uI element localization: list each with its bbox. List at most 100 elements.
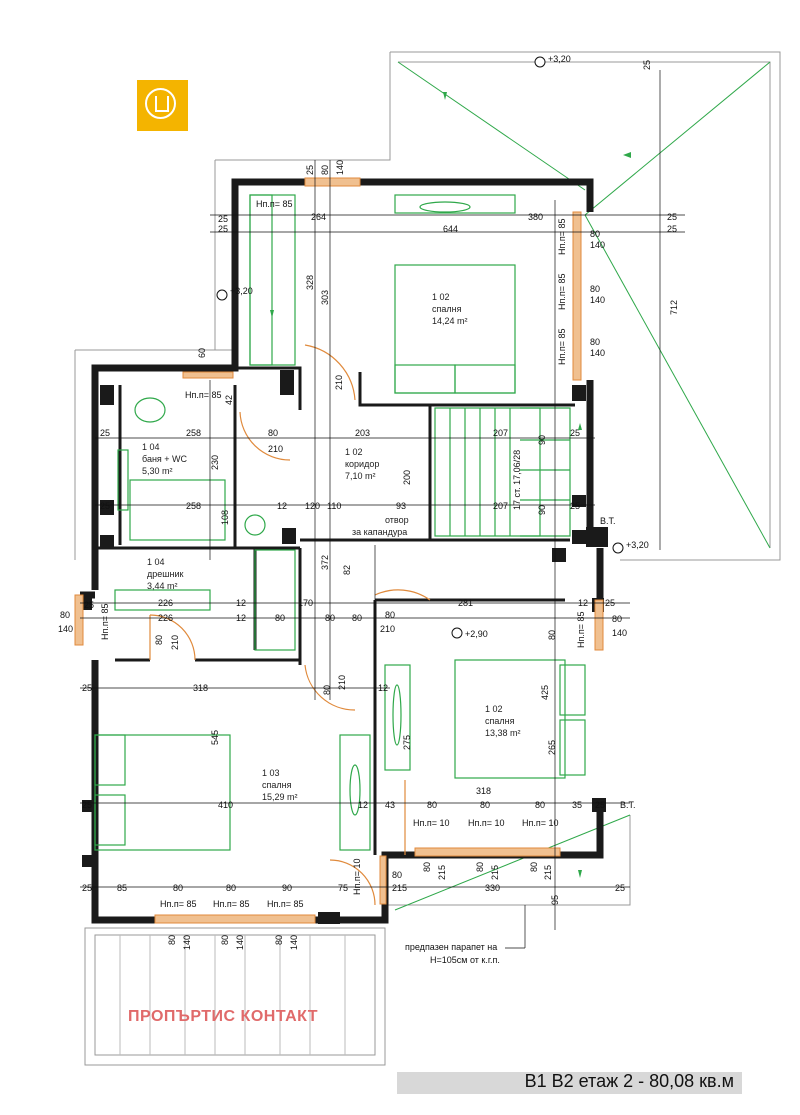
dim-text: 85 [117, 883, 127, 893]
dim-text: 80 [60, 610, 70, 620]
dim-text: 80 [547, 630, 557, 640]
dim-text: 215 [490, 865, 500, 880]
dim-text: 140 [590, 348, 605, 358]
dim-text: 140 [235, 935, 245, 950]
room-r6: 1 03 спалня 15,29 m² [262, 768, 298, 802]
dim-text: 80 [392, 870, 402, 880]
dim-text: 210 [170, 635, 180, 650]
dim-text: 140 [182, 935, 192, 950]
dim-text: 203 [355, 428, 370, 438]
room-name: спалня [485, 716, 515, 726]
dim-text: 80 [385, 610, 395, 620]
watermark-text: ПРОПЪРТИС КОНТАКТ [128, 1008, 319, 1025]
dim-text: 328 [305, 275, 315, 290]
dim-text: 380 [528, 212, 543, 222]
room-area: 15,29 m² [262, 792, 298, 802]
dim-text: 80 [612, 614, 622, 624]
note-stairs: 17 ст. 17,06/28 [512, 450, 522, 510]
sill-9: Нп.п= 85 [213, 899, 250, 909]
room-r4: 1 04 дрешник 3,44 m² [147, 557, 183, 591]
sill-13: Нп.п= 10 [522, 818, 559, 828]
dim-text: 25 [305, 165, 315, 175]
room-number: 1 02 [345, 447, 363, 457]
brand-logo [137, 80, 188, 131]
dim-text: 25 [82, 883, 92, 893]
dim-text: 80 [322, 685, 332, 695]
dim-text: 80 [220, 935, 230, 945]
sill-7: Нп.п= 85 [576, 611, 586, 648]
sill-5: Нп.п= 85 [557, 328, 567, 365]
note-opening-2: за капандура [352, 527, 407, 537]
room-name: спалня [432, 304, 462, 314]
room-number: 1 02 [485, 704, 503, 714]
room-area: 5,30 m² [142, 466, 173, 476]
room-r1: 1 02 спалня 14,24 m² [432, 292, 468, 326]
dim-text: 80 [320, 165, 330, 175]
dim-text: 258 [186, 501, 201, 511]
dim-text: 12 [277, 501, 287, 511]
dim-text: 210 [334, 375, 344, 390]
dim-text: 281 [458, 598, 473, 608]
dim-text: 90 [537, 505, 547, 515]
dim-text: 80 [422, 862, 432, 872]
room-area: 3,44 m² [147, 581, 178, 591]
dim-text: 25 [615, 883, 625, 893]
dim-text: 318 [476, 786, 491, 796]
dim-text: 120 [305, 501, 320, 511]
plan-caption: В1 В2 етаж 2 - 80,08 кв.м [524, 1071, 734, 1091]
dim-text: 207 [493, 428, 508, 438]
room-name: коридор [345, 459, 379, 469]
note-parapet-2: H=105см от к.г.п. [430, 955, 500, 965]
sill-10: Нп.п= 85 [267, 899, 304, 909]
level-right: +3,20 [626, 540, 649, 550]
sill-12: Нп.п= 10 [468, 818, 505, 828]
dim-text: 90 [537, 435, 547, 445]
sill-6: Нп.п= 85 [100, 603, 110, 640]
room-area: 7,10 m² [345, 471, 376, 481]
dim-text: 264 [311, 212, 326, 222]
dim-text: 215 [437, 865, 447, 880]
dim-text: 25 [100, 501, 110, 511]
dim-text: 80 [590, 337, 600, 347]
dim-text: 644 [443, 224, 458, 234]
dim-text: 226 [158, 613, 173, 623]
dim-text: 25 [570, 428, 580, 438]
note-opening-1: отвор [385, 515, 409, 525]
room-name: спалня [262, 780, 292, 790]
dim-text: 60 [197, 348, 207, 358]
dim-text: 12 [578, 598, 588, 608]
dim-text: 108 [220, 510, 230, 525]
dim-text: 80 [352, 613, 362, 623]
dim-text: 275 [402, 735, 412, 750]
dim-text: 712 [669, 300, 679, 315]
sill-3: Нп.п= 85 [557, 218, 567, 255]
dim-text: 25 [667, 212, 677, 222]
room-r5: 1 02 спалня 13,38 m² [485, 704, 521, 738]
dim-text: 42 [224, 395, 234, 405]
dim-text: 80 [325, 613, 335, 623]
dim-text: 90 [282, 883, 292, 893]
dim-text: 12 [378, 683, 388, 693]
dim-text: 80 [529, 862, 539, 872]
dim-text: 25 [84, 600, 94, 610]
sill-1: Нп.п= 85 [256, 199, 293, 209]
dim-text: 140 [58, 624, 73, 634]
room-r3: 1 02 коридор 7,10 m² [345, 447, 379, 481]
dim-text: 318 [193, 683, 208, 693]
dim-text: 215 [392, 883, 407, 893]
logo-ring [145, 88, 176, 119]
level-left: +3,20 [230, 286, 253, 296]
dim-text: 210 [268, 444, 283, 454]
dim-text: 410 [218, 800, 233, 810]
sill-2: Нп.п= 85 [185, 390, 222, 400]
room-number: 1 02 [432, 292, 450, 302]
logo-house-icon [155, 96, 169, 112]
dim-text: 140 [335, 160, 345, 175]
dim-text: 230 [210, 455, 220, 470]
dim-text: 25 [605, 598, 615, 608]
dim-text: 12 [358, 800, 368, 810]
dim-text: 43 [385, 800, 395, 810]
room-r2: 1 04 баня + WC 5,30 m² [142, 442, 188, 476]
dim-text: 12 [236, 598, 246, 608]
